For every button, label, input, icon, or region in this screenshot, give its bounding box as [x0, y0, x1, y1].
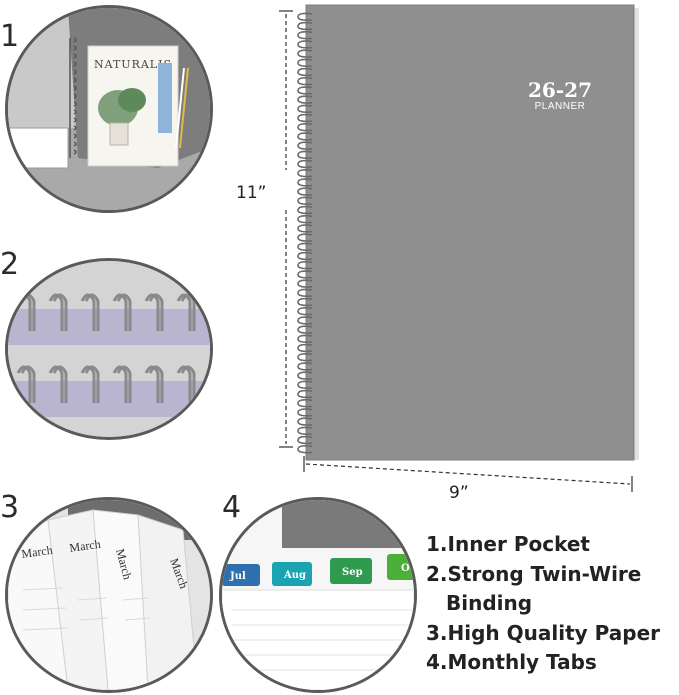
spiral-coil: [297, 141, 313, 150]
paper-quality-detail: March March March March: [5, 497, 213, 693]
spiral-coil: [297, 426, 313, 435]
spiral-coil: [297, 104, 313, 113]
spiral-coil: [297, 169, 313, 178]
feature-item: 2.Strong Twin-Wire: [426, 561, 642, 586]
spiral-coil: [297, 445, 313, 454]
spiral-coil: [297, 297, 313, 307]
spiral-coil: [297, 334, 313, 343]
tab-label-oct: Oc: [401, 563, 414, 574]
spiral-coil: [297, 12, 313, 21]
planner-subtitle: PLANNER: [534, 101, 586, 112]
spiral-coil: [297, 417, 313, 426]
feature-item: 1.Inner Pocket: [426, 532, 590, 556]
spiral-coil: [297, 242, 313, 251]
spiral-coil: [297, 224, 313, 233]
binding-illustration: [8, 261, 210, 437]
spiral-coil: [297, 31, 313, 40]
tab-label-aug: Aug: [283, 570, 306, 581]
spiral-coil: [297, 132, 313, 141]
planner-title: 26-27: [528, 78, 592, 102]
spiral-coil: [297, 251, 313, 261]
tab-label-jul: Jul: [229, 571, 246, 582]
spiral-coil: [297, 380, 313, 389]
feature-item: 3.High Quality Paper: [426, 620, 660, 645]
spiral-coil: [297, 77, 313, 86]
height-label: 11”: [236, 183, 267, 203]
tab-label-sep: Sep: [342, 567, 363, 578]
spiral-coil: [297, 353, 313, 362]
planner-product-image: [279, 4, 639, 492]
spiral-coil: [297, 362, 313, 371]
spiral-coil: [297, 187, 313, 196]
twin-wire-binding-detail: [5, 258, 213, 440]
spiral-coil: [297, 435, 313, 445]
monthly-tabs-detail: Jul Aug Sep Oc: [219, 497, 417, 693]
badge-number-4: 4: [222, 490, 242, 525]
spiral-coil: [297, 371, 313, 380]
badge-number-1: 1: [0, 19, 20, 54]
spiral-coil: [297, 389, 313, 399]
spiral-coil: [297, 49, 313, 58]
spiral-coil: [297, 205, 313, 215]
tab-oct: [387, 554, 414, 580]
width-label: 9”: [449, 483, 469, 503]
inner-pocket-detail: NATURALIS: [5, 5, 213, 213]
tab-aug: [272, 562, 312, 586]
spiral-coil: [297, 58, 313, 67]
spiral-coil: [297, 178, 313, 187]
paper-label-2: March: [68, 537, 101, 555]
spiral-coil: [297, 150, 313, 159]
spiral-coil: [297, 95, 313, 104]
spiral-coil: [297, 113, 313, 123]
spiral-coil: [297, 86, 313, 95]
spiral-coil: [297, 316, 313, 325]
badge-number-3: 3: [0, 490, 20, 525]
spiral-coil: [297, 288, 313, 297]
spiral-coil: [297, 159, 313, 169]
spiral-coil: [297, 279, 313, 288]
spiral-coil: [297, 215, 313, 224]
tabs-illustration: Jul Aug Sep Oc: [222, 500, 414, 690]
spiral-coil: [297, 21, 313, 31]
badge-number-2: 2: [0, 247, 20, 282]
planner-cover: [306, 5, 634, 460]
tab-jul: [222, 564, 260, 586]
spiral-coil: [297, 123, 313, 132]
spiral-coil: [297, 325, 313, 334]
feature-list: 1.Inner Pocket 2.Strong Twin-Wire Bindin…: [426, 530, 660, 678]
spiral-coil: [297, 196, 313, 205]
tab-sep: [330, 558, 372, 584]
paper-label-1: March: [20, 543, 53, 561]
spiral-coil: [297, 233, 313, 242]
spiral-binding: [297, 12, 313, 454]
spiral-coil: [297, 307, 313, 316]
spiral-coil: [297, 408, 313, 417]
spiral-coil: [297, 270, 313, 279]
paper-illustration: March March March March: [8, 500, 210, 690]
inner-pocket-illustration: NATURALIS: [8, 8, 210, 210]
spiral-coil: [297, 399, 313, 408]
feature-item: 4.Monthly Tabs: [426, 650, 597, 674]
spiral-coil: [297, 343, 313, 353]
feature-item: Binding: [446, 591, 533, 615]
magazine-title: NATURALIS: [94, 58, 172, 71]
spiral-coil: [297, 40, 313, 49]
spiral-coil: [297, 261, 313, 270]
spiral-coil: [297, 67, 313, 77]
